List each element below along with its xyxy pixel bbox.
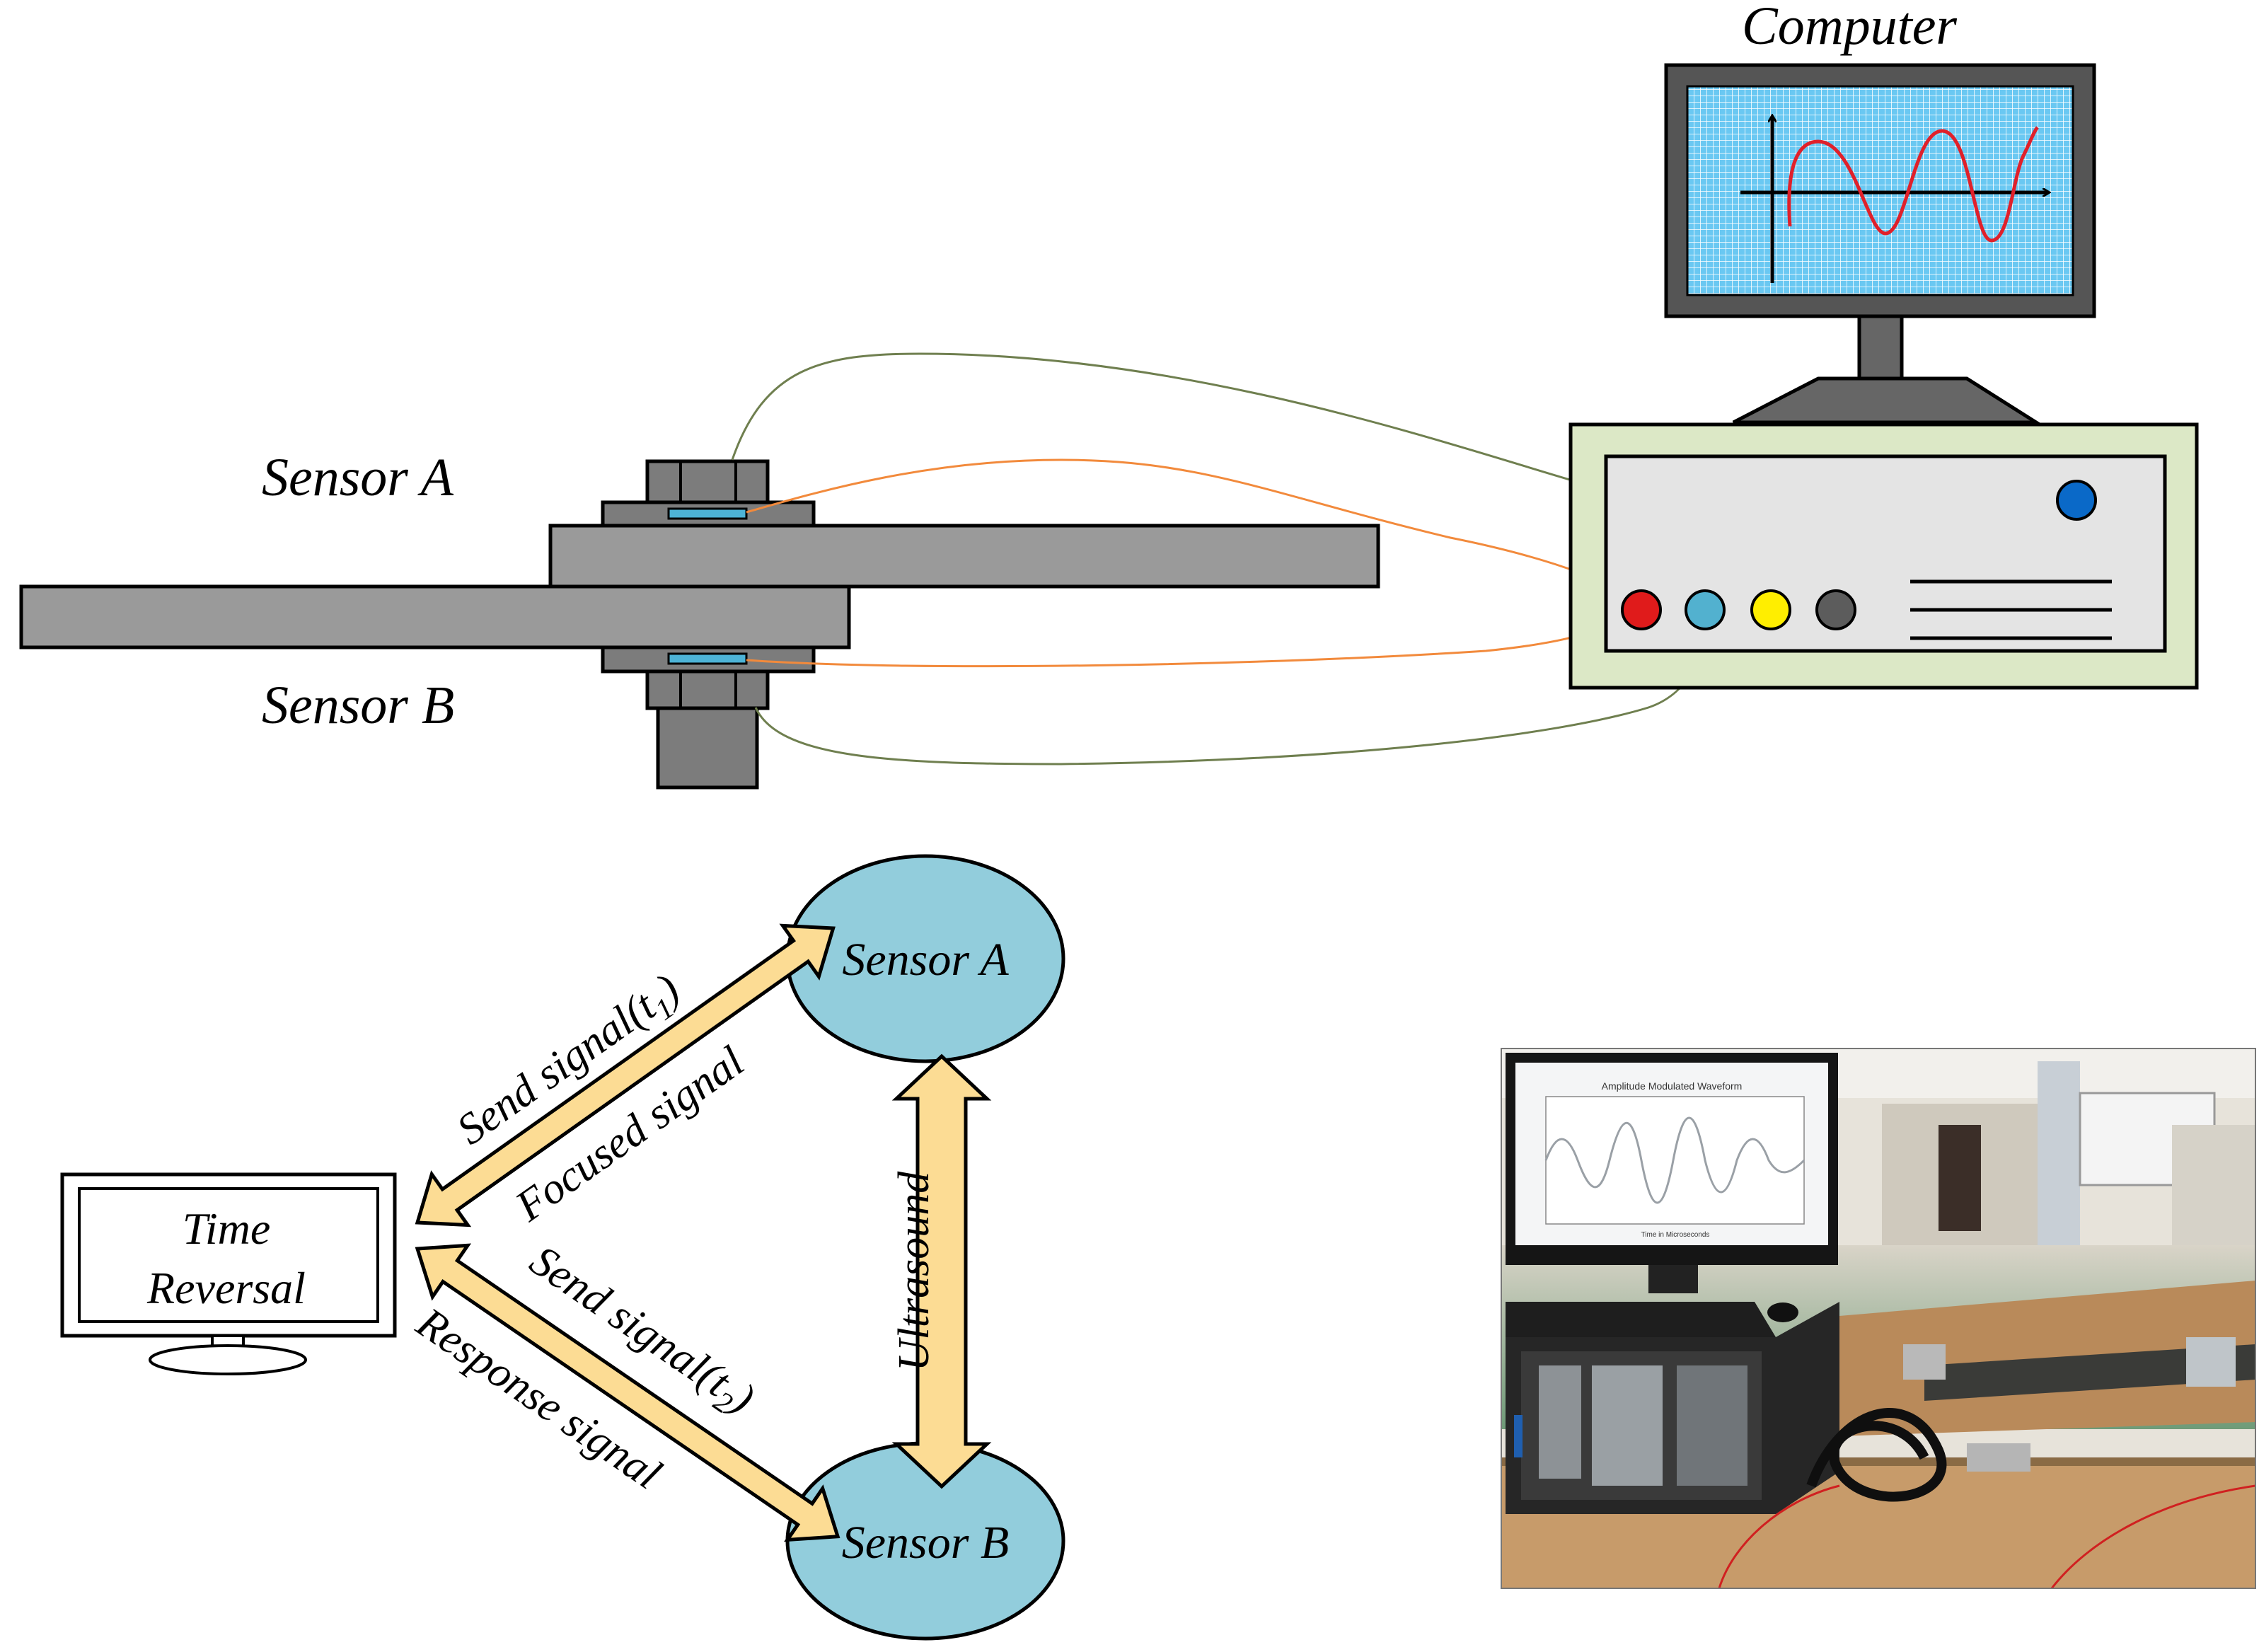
waveform-curve	[1787, 126, 2039, 243]
port-cyan[interactable]	[1685, 589, 1726, 630]
upper-plate	[548, 524, 1380, 589]
setup-schematic: Sensor A Sensor B	[19, 352, 1727, 790]
arrow-ultrasound	[891, 1053, 992, 1489]
monitor-icon: Time Reversal	[60, 1172, 397, 1375]
signal-device	[1568, 422, 2199, 690]
wire-orange-a	[746, 458, 1650, 611]
time-reversal-line1: Time	[183, 1203, 270, 1254]
wire-green-b	[754, 633, 1706, 766]
port-red[interactable]	[1621, 589, 1662, 630]
arrow-tr-sensor-a	[415, 923, 836, 1228]
desktop-computer-icon: Computer	[1664, 0, 2096, 424]
time-reversal-line2: Reversal	[146, 1263, 306, 1313]
tr-monitor-inner	[78, 1187, 379, 1323]
port-gray[interactable]	[1815, 589, 1856, 630]
sensor-b-strip	[667, 652, 748, 665]
monitor-base	[1732, 376, 2043, 424]
sensor-b-node-label: Sensor B	[842, 1517, 1009, 1569]
photo-screen-xlabel: Time in Microseconds	[1641, 1231, 1710, 1239]
bolt-shank	[656, 706, 759, 790]
sensor-b-label: Sensor B	[262, 676, 454, 735]
port-yellow[interactable]	[1750, 589, 1791, 630]
sensor-a-node-label: Sensor A	[842, 934, 1009, 986]
nut	[645, 669, 770, 710]
photo-screen-title: Amplitude Modulated Waveform	[1602, 1080, 1743, 1092]
bolt-head-top	[645, 459, 770, 504]
arrow-tr-sensor-b	[415, 1243, 840, 1542]
sensor-a-strip	[667, 507, 748, 520]
ultrasound-label: Ultrasound	[890, 1171, 938, 1371]
time-reversal-flow: Sensor A Sensor B Time Reversal Send sig…	[60, 854, 1065, 1641]
computer-label: Computer	[1742, 0, 1957, 56]
power-button[interactable]	[2056, 480, 2097, 521]
sensor-a-label: Sensor A	[262, 448, 454, 507]
monitor-neck	[1857, 314, 1904, 381]
lower-plate	[19, 584, 851, 649]
experiment-photo: Amplitude Modulated Waveform Time in Mic…	[1501, 1048, 2256, 1589]
wire-orange-b	[746, 608, 1629, 668]
tr-monitor-base	[149, 1344, 307, 1375]
